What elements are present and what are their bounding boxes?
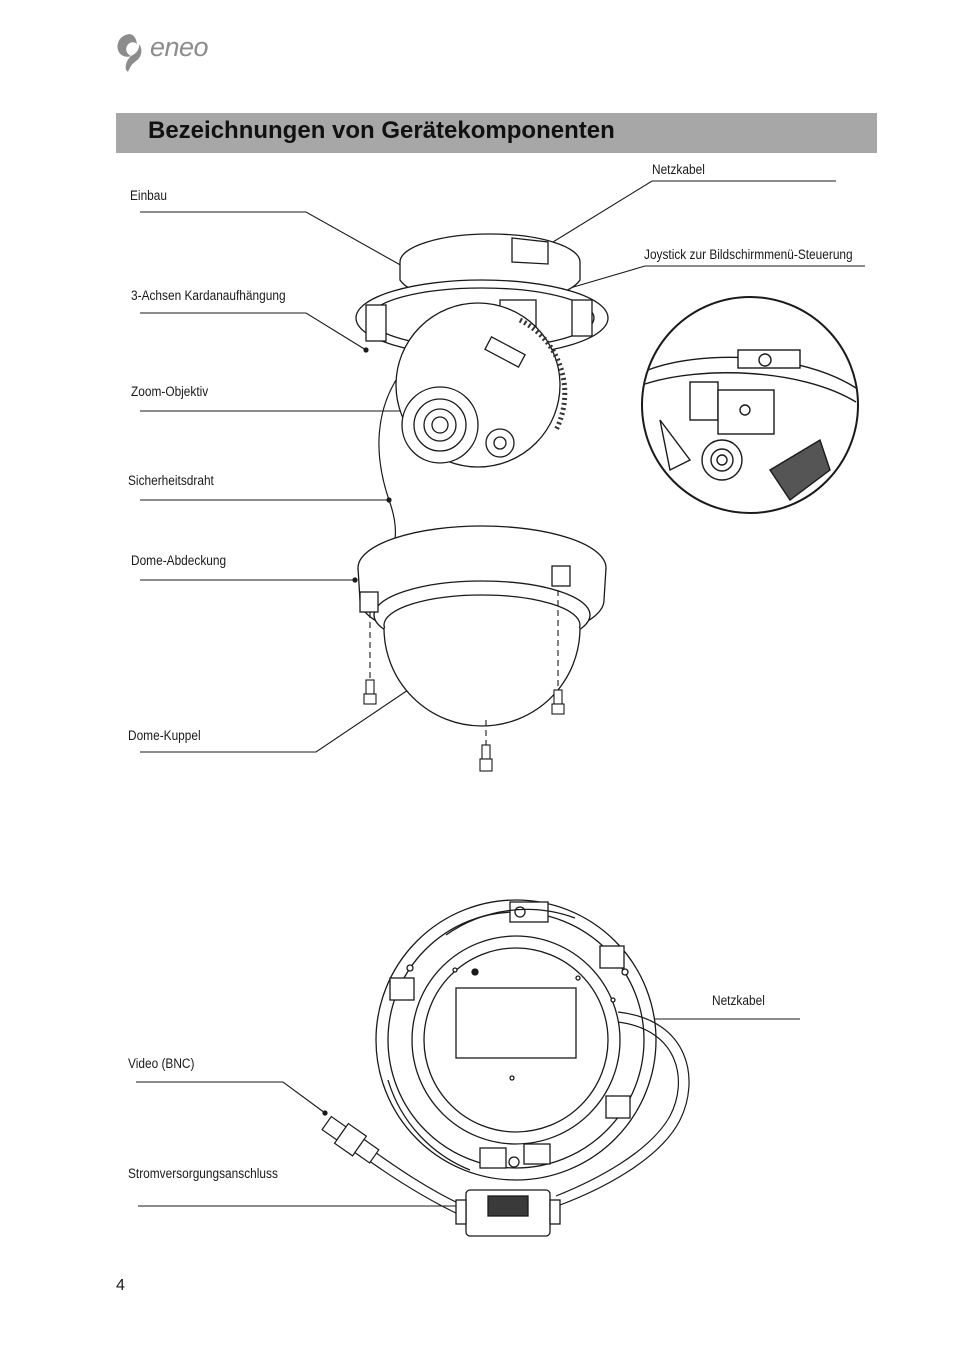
cables-drawing [367, 1011, 690, 1217]
leader-gimbal [140, 312, 367, 351]
eneo-logo-icon [117, 34, 142, 72]
label-safety-wire: Sicherheitsdraht [128, 473, 214, 488]
base-bottom-view-drawing [375, 899, 657, 1181]
label-power: Stromversorgungsanschluss [128, 1166, 278, 1181]
joystick-inset-drawing [641, 296, 859, 514]
brand-logo: eneo [114, 30, 224, 74]
label-zoom: Zoom-Objektiv [131, 384, 209, 399]
camera-assembly-drawing [355, 233, 609, 468]
label-dome-cover: Dome-Abdeckung [131, 553, 227, 568]
bnc-connector-drawing [321, 1115, 380, 1164]
leader-einbau [140, 211, 405, 268]
label-joystick: Joystick zur Bildschirmmenü-Steuerung [644, 247, 853, 262]
label-einbau: Einbau [130, 188, 168, 203]
leader-video [136, 1081, 326, 1114]
label-dome-bubble: Dome-Kuppel [128, 728, 201, 743]
screws-drawing [363, 590, 565, 772]
page-number: 4 [116, 1277, 125, 1294]
dome-cover-drawing [357, 525, 607, 727]
label-netzkabel-top: Netzkabel [652, 162, 705, 177]
leader-joystick [535, 265, 865, 299]
label-video: Video (BNC) [128, 1056, 195, 1071]
label-gimbal: 3-Achsen Kardanaufhängung [131, 288, 286, 303]
section-title-bar: Bezeichnungen von Gerätekomponenten [116, 113, 877, 153]
page-title: Bezeichnungen von Gerätekomponenten [148, 117, 615, 144]
power-terminal-drawing [455, 1189, 561, 1237]
leader-dome-bubble [140, 685, 415, 753]
label-netzkabel-bottom: Netzkabel [712, 993, 765, 1008]
logo-text: eneo [150, 32, 209, 62]
safety-wire-line [378, 379, 397, 561]
leader-netzkabel-top [539, 180, 836, 251]
